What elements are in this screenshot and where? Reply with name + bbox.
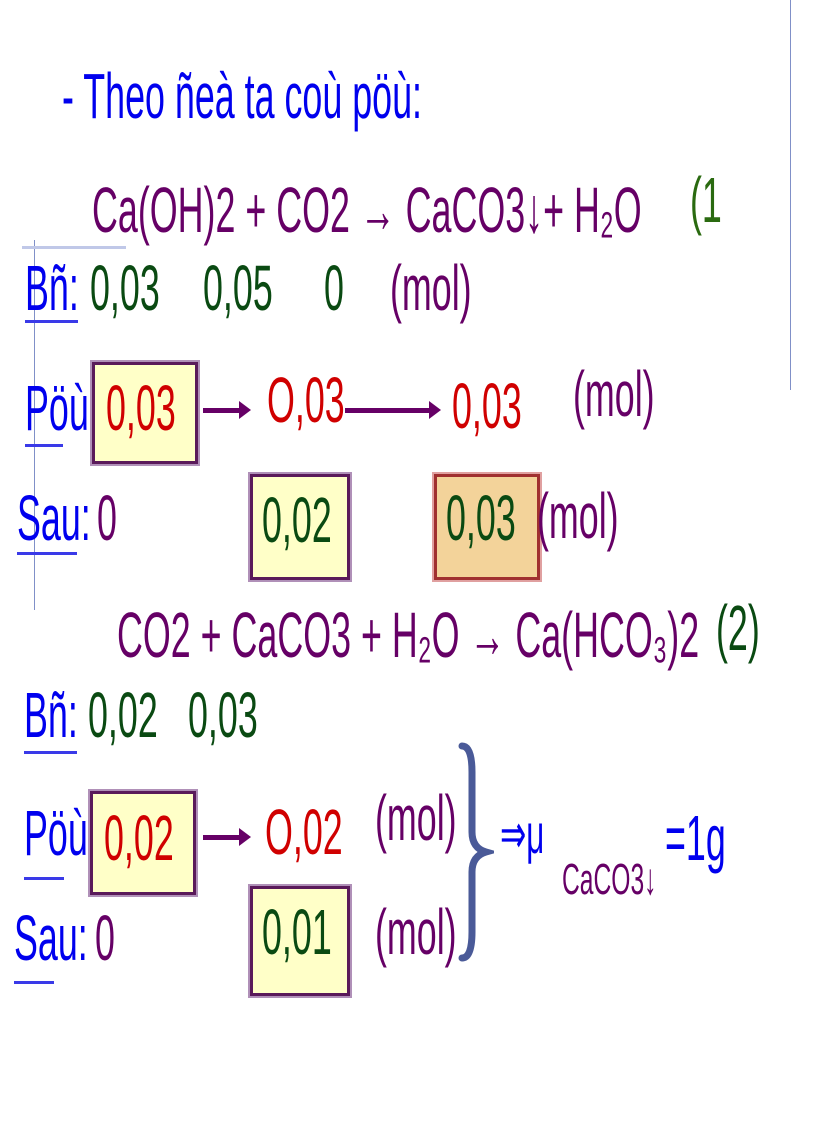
reacted-value: 0,02 [104, 802, 174, 874]
after-value: 0,02 [262, 484, 332, 556]
highlight-box [92, 362, 198, 464]
page-title: - Theo ñeà ta coù pöù: [62, 60, 422, 132]
reacted-value: 0,03 [106, 372, 176, 444]
arrow-icon [203, 401, 251, 419]
after-value: 0,01 [262, 896, 332, 968]
unit: (mol) [375, 896, 457, 968]
unit: (mol) [573, 358, 655, 430]
initial-value: 0,02 [88, 679, 158, 751]
after-value: 0 [95, 902, 115, 974]
underline [24, 877, 64, 880]
unit: (mol) [537, 480, 619, 552]
result-subscript: CaCO3↓ [562, 855, 657, 904]
initial-value: 0,03 [90, 252, 160, 324]
highlight-box [90, 791, 196, 895]
unit: (mol) [390, 252, 472, 324]
equation-2: CO2 + CaCO3 + H₂O → Ca(HCO₃)2 [117, 599, 700, 671]
reacted-label-1: Pöù: [25, 372, 99, 444]
decor-line [22, 246, 126, 249]
underline [24, 751, 77, 754]
arrow-icon [345, 401, 441, 419]
initial-label-1: Bñ: [25, 252, 79, 324]
underline [25, 444, 63, 447]
initial-value: 0 [324, 252, 344, 324]
highlight-box [250, 886, 350, 996]
underline [14, 981, 54, 984]
after-label-2: Sau: [14, 902, 88, 974]
unit: (mol) [375, 782, 457, 854]
reacted-value: 0,03 [452, 370, 522, 442]
curly-brace-icon [458, 742, 494, 962]
after-value: 0 [97, 482, 117, 554]
highlight-box [434, 474, 540, 580]
underline [25, 320, 78, 323]
after-label-1: Sau: [17, 482, 91, 554]
margin-line-right [790, 0, 791, 390]
initial-value: 0,03 [188, 679, 258, 751]
highlight-box [250, 474, 350, 580]
after-value: 0,03 [446, 482, 516, 554]
reacted-value: O,02 [265, 796, 343, 868]
underline [17, 552, 77, 555]
equation-1-number: (1 [690, 164, 722, 236]
result-implies: ⇒μ [500, 802, 545, 865]
initial-label-2: Bñ: [24, 679, 78, 751]
reacted-label-2: Pöù: [24, 797, 98, 869]
equation-2-number: (2) [716, 592, 760, 664]
margin-line-left [34, 240, 35, 610]
reacted-value: O,03 [267, 364, 345, 436]
result-value: =1g [665, 802, 726, 874]
initial-value: 0,05 [203, 252, 273, 324]
arrow-icon [203, 828, 251, 846]
equation-1: Ca(OH)2 + CO2 → CaCO3↓+ H₂O [92, 174, 642, 246]
